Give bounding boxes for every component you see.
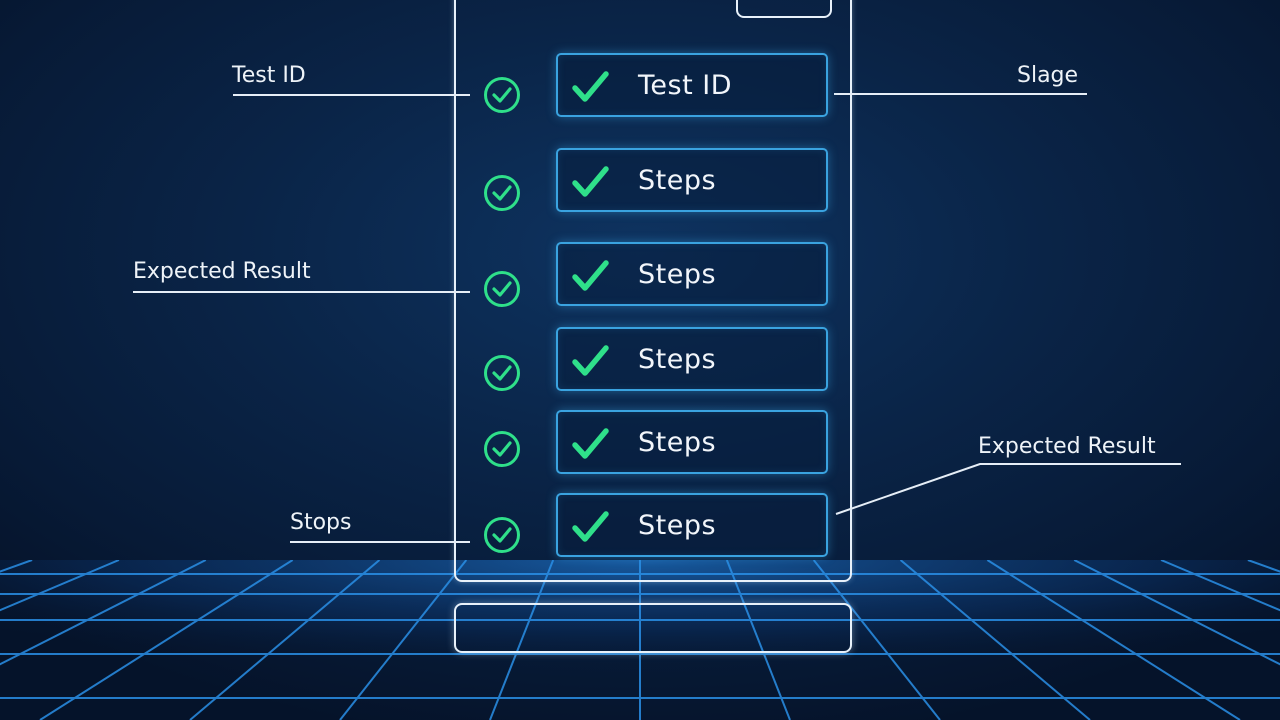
check-circle-icon bbox=[484, 175, 520, 211]
checkmark-icon bbox=[572, 71, 609, 102]
checkmark-icon bbox=[572, 166, 609, 197]
grid-line bbox=[899, 560, 1091, 720]
callout-test-id: Test ID bbox=[232, 63, 306, 88]
checklist-row-steps[interactable]: Steps bbox=[556, 148, 828, 212]
callout-stops: Stops bbox=[290, 510, 352, 535]
row-label: Steps bbox=[638, 258, 717, 290]
row-label: Steps bbox=[638, 509, 717, 541]
checklist-row-steps[interactable]: Steps bbox=[556, 327, 828, 391]
check-circle-icon bbox=[484, 431, 520, 467]
grid-line bbox=[986, 560, 1241, 720]
panel-top-tab bbox=[736, 0, 832, 18]
check-circle-icon bbox=[484, 355, 520, 391]
checkmark-icon bbox=[572, 428, 609, 459]
grid-line bbox=[189, 560, 381, 720]
row-label: Steps bbox=[638, 426, 717, 458]
grid-line bbox=[339, 560, 468, 720]
checkmark-icon bbox=[572, 260, 609, 291]
checklist-row-steps[interactable]: Steps bbox=[556, 410, 828, 474]
callout-expected-result-left: Expected Result bbox=[133, 259, 311, 284]
check-circle-icon bbox=[484, 77, 520, 113]
grid-line bbox=[0, 560, 207, 666]
callout-expected-result-right: Expected Result bbox=[978, 434, 1156, 459]
callout-slage: Slage bbox=[1017, 63, 1079, 88]
checklist-row-test-id[interactable]: Test ID bbox=[556, 53, 828, 117]
check-circle-icon bbox=[484, 517, 520, 553]
grid-line bbox=[489, 560, 555, 720]
panel-base-box bbox=[454, 603, 852, 653]
check-circle-icon bbox=[484, 271, 520, 307]
row-label: Test ID bbox=[638, 69, 733, 101]
checkmark-icon bbox=[572, 511, 609, 542]
grid-line bbox=[1160, 560, 1280, 612]
connector-expected-result-right bbox=[835, 463, 1181, 515]
checklist-row-steps[interactable]: Steps bbox=[556, 242, 828, 306]
grid-line bbox=[1073, 560, 1280, 666]
grid-line bbox=[0, 560, 120, 612]
checkmark-icon bbox=[572, 345, 609, 376]
grid-line bbox=[812, 560, 941, 720]
row-label: Steps bbox=[638, 164, 717, 196]
grid-line bbox=[725, 560, 791, 720]
checklist-row-steps[interactable]: Steps bbox=[556, 493, 828, 557]
grid-line bbox=[39, 560, 294, 720]
floor-grid bbox=[0, 560, 1280, 720]
row-label: Steps bbox=[638, 343, 717, 375]
